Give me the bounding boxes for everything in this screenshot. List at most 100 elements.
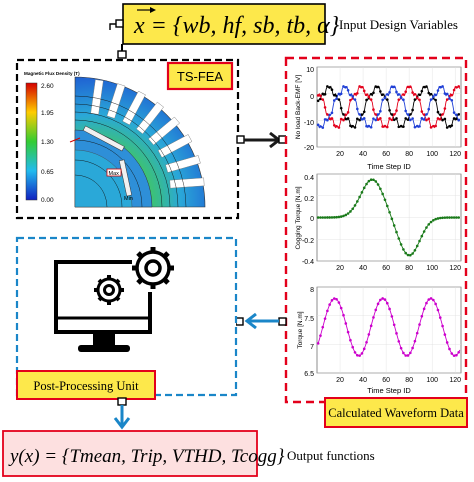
data-point-red [432,124,435,128]
data-point-green [365,182,368,186]
x-tick: 40 [359,265,367,272]
data-point-magenta [385,301,389,305]
data-point-green [374,180,378,183]
data-point-red [342,118,345,122]
data-point-green [409,253,412,257]
data-point-blue [374,118,378,122]
data-point-black [381,93,384,96]
data-point-red [455,86,458,89]
data-point-green [432,219,435,222]
x-axis-label: Time Step ID [367,386,411,395]
data-point-blue [409,118,412,122]
data-point-red [376,118,380,121]
data-point-magenta [356,353,359,357]
data-point-black [438,113,442,116]
data-point-black [443,117,447,121]
data-point-magenta [411,346,414,350]
data-point-red [332,124,336,127]
colorbar-tick: 1.30 [41,139,54,146]
y-axis-label: No load Back-EMF [V] [295,75,302,139]
input-formula: x = {wb, hf, sb, tb, α} [133,13,340,39]
data-point-black [356,117,359,121]
data-point-magenta [427,298,431,301]
connector-waveforms-to-postprocessing [235,312,287,330]
data-point-green [457,216,460,219]
data-point-blue [413,125,417,129]
data-point-magenta [330,299,334,302]
data-point-red [367,95,371,99]
data-point-black [374,85,378,88]
data-point-blue [321,126,325,129]
output-formula: y(x) = {Tmean, Trip, VTHD, Tcogg} [8,446,285,467]
data-point-blue [346,88,350,92]
data-point-black [323,92,327,96]
data-point-magenta [432,298,435,302]
data-point-blue [328,113,331,117]
data-point-blue [425,113,428,116]
data-point-blue [339,92,343,96]
data-point-magenta [450,352,454,355]
data-point-black [420,89,424,93]
data-point-blue [326,118,329,122]
data-point-red [436,117,440,120]
data-point-red [356,91,359,95]
y-axis-label: Cogging Torque [N.m] [295,186,302,249]
data-point-magenta [448,347,451,351]
data-point-blue [448,97,451,100]
data-point-red [360,85,364,89]
data-point-blue [360,118,364,121]
data-point-green [332,216,336,219]
data-point-blue [362,117,366,120]
data-point-blue [457,118,460,122]
data-point-black [457,113,460,116]
data-point-blue [427,107,431,111]
data-point-red [406,85,410,89]
data-point-green [452,216,456,219]
data-point-red [372,108,375,111]
data-point-magenta [390,315,394,318]
data-point-red [425,118,428,122]
data-point-red [365,93,368,97]
x-tick: 20 [336,265,344,272]
data-point-blue [332,99,336,102]
data-point-magenta [328,303,331,306]
data-point-magenta [339,306,343,310]
data-point-red [362,89,366,93]
data-point-red [395,109,398,112]
data-point-magenta [397,340,401,343]
y-tick: 6.5 [304,371,314,378]
data-point-green [388,211,391,214]
data-point-red [450,93,454,97]
data-point-green [321,216,325,219]
data-point-black [413,98,417,101]
fea-panel: Magnetic Flux Density (T) 2.60 1.95 1.30… [15,58,240,220]
data-point-green [441,216,444,220]
data-point-black [441,118,444,122]
x-tick: 60 [382,377,390,384]
data-point-red [316,94,320,97]
series-line-black [317,85,461,129]
data-point-green [402,248,405,251]
data-point-green [323,216,327,219]
fea-title: TS-FEA [177,69,224,84]
data-point-blue [445,92,449,96]
fea-title-box [166,61,234,91]
data-point-blue [372,117,375,120]
data-point-black [321,92,325,96]
data-point-green [415,244,419,248]
data-point-magenta [374,308,378,312]
data-point-black [418,93,421,97]
data-point-magenta [445,341,449,344]
x-tick: 60 [382,265,390,272]
data-point-red [385,125,389,129]
data-point-green [319,216,322,219]
data-point-blue [381,98,384,102]
data-point-green [335,215,338,219]
data-point-green [399,243,403,246]
data-point-green [339,215,343,218]
data-point-green [326,216,329,219]
data-point-magenta [452,354,456,357]
data-point-black [330,88,334,92]
data-point-magenta [346,330,350,334]
data-point-blue [358,113,361,116]
